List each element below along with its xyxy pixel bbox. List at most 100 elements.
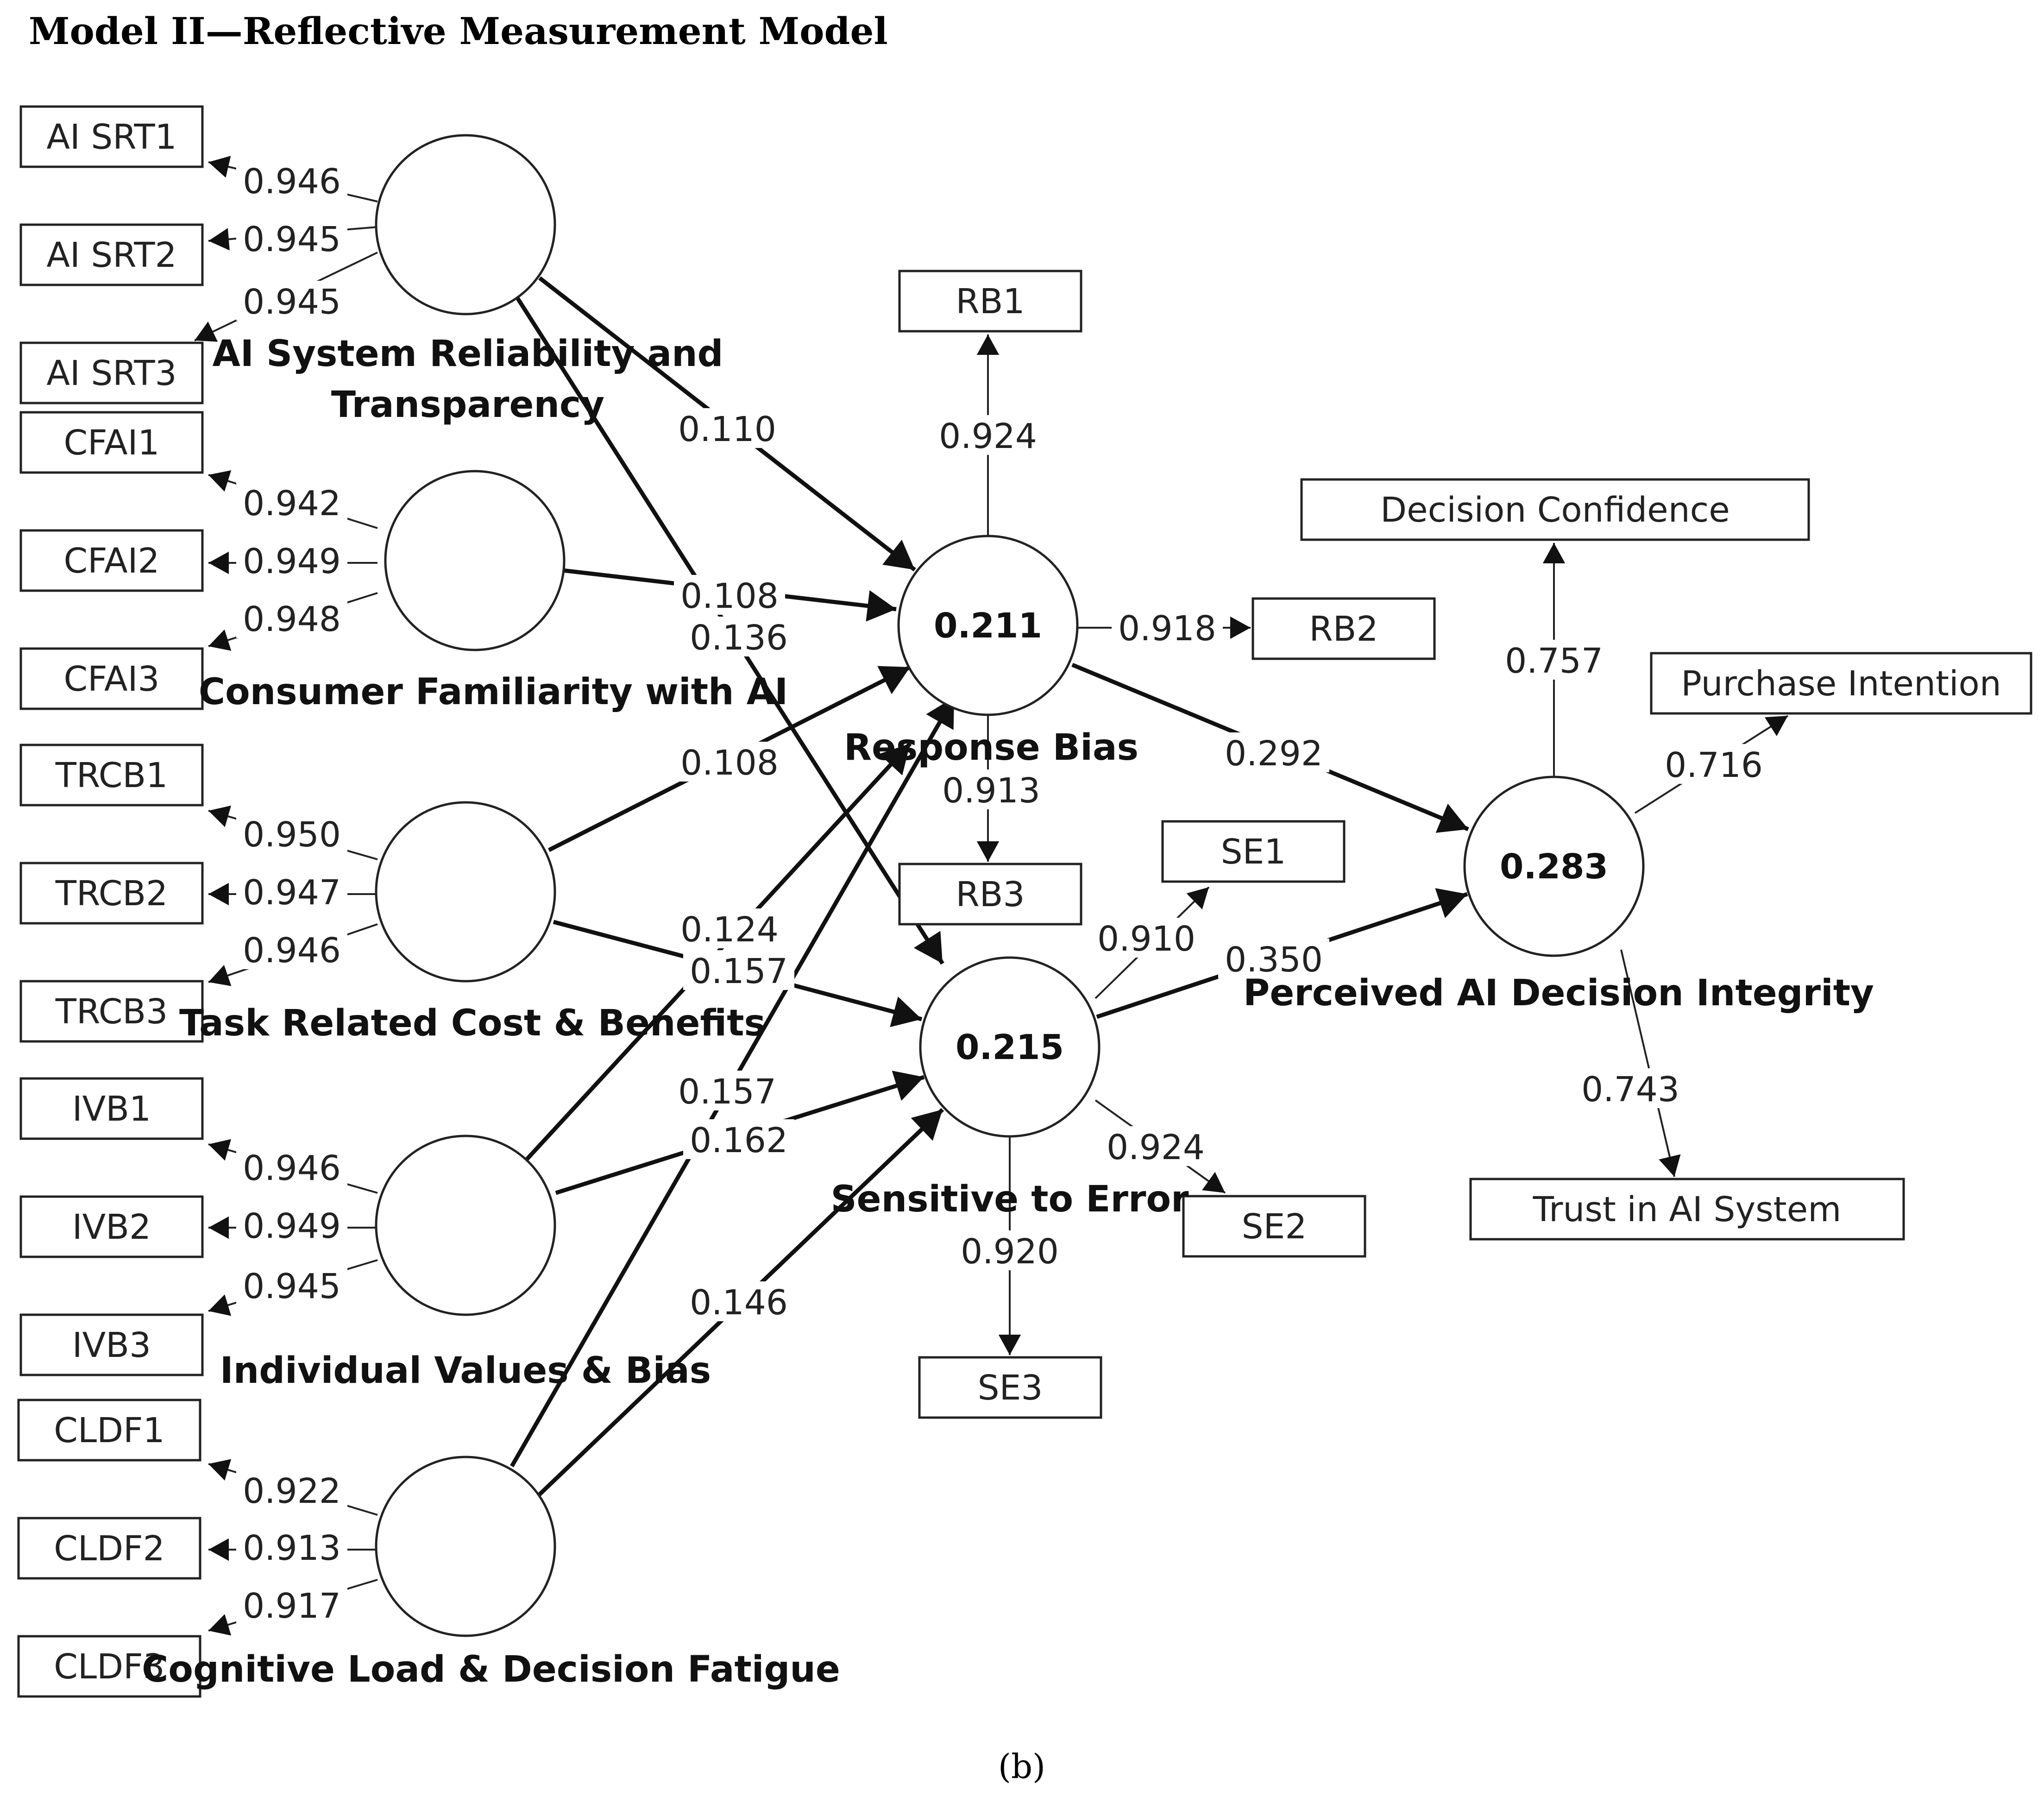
construct-name-ivb: Individual Values & Bias [220, 1350, 711, 1392]
indicator-label-cfai2: CFAI2 [64, 541, 160, 581]
indicator-label-trcb3: TRCB3 [55, 992, 168, 1032]
arrowhead [208, 1216, 229, 1239]
loading-value-se2-group: 0.924 [1100, 1126, 1211, 1167]
indicator-dc: Decision Confidence [1300, 478, 1810, 541]
indicator-se1: SE1 [1161, 820, 1346, 883]
indicator-rb1: RB1 [898, 270, 1082, 333]
path-coefficient-aisrt-rb-bg [672, 408, 783, 448]
arrowhead [890, 996, 922, 1028]
arrowhead [882, 540, 915, 570]
loading-value-pi-group: 0.716 [1658, 744, 1769, 785]
path-coefficient-trcb-rb-bg [674, 742, 785, 782]
construct-circle-se [919, 956, 1101, 1138]
indicator-label-aisrt1: AI SRT1 [46, 117, 176, 157]
arrowhead [976, 334, 1000, 355]
path-coefficient-trcb-rb-group: 0.108 [674, 742, 785, 783]
arrowhead [1659, 1154, 1681, 1177]
indicator-tai: Trust in AI System [1469, 1178, 1905, 1241]
indicator-label-cldf1: CLDF1 [54, 1411, 165, 1450]
loading-value-cfai2: 0.949 [243, 542, 341, 581]
loading-value-dc-bg [1498, 640, 1610, 680]
indicator-rb3: RB3 [898, 863, 1082, 926]
indicator-box-pi [1650, 652, 2032, 715]
loading-value-rb3-group: 0.913 [936, 769, 1047, 811]
indicator-label-rb1: RB1 [956, 282, 1025, 322]
indicator-label-rb2: RB2 [1309, 609, 1378, 649]
indicator-cfai1: CFAI1 [19, 411, 204, 474]
arrowhead [1764, 716, 1788, 737]
path-coefficient-ivb-rb-group: 0.124 [674, 908, 785, 950]
indicator-box-se1 [1161, 820, 1346, 883]
indicator-label-ivb3: IVB3 [72, 1325, 151, 1365]
loading-edge-tai [1620, 949, 1681, 1177]
loading-value-trcb2-group: 0.947 [236, 871, 347, 913]
loading-value-tai: 0.743 [1581, 1070, 1679, 1110]
path-coefficient-ivb-rb: 0.124 [680, 910, 779, 950]
path-coefficient-trcb-rb: 0.108 [680, 743, 779, 783]
loading-value-pi-bg [1658, 744, 1769, 784]
loading-value-cfai1-group: 0.942 [236, 482, 347, 523]
loading-value-rb3: 0.913 [942, 771, 1040, 811]
arrowhead [208, 1614, 232, 1636]
loading-value-ivb1-bg [236, 1147, 347, 1187]
indicator-box-trcb2 [19, 862, 204, 925]
indicator-se3: SE3 [918, 1356, 1102, 1419]
indicator-box-aisrt3 [19, 341, 204, 404]
path-coefficient-aisrt-se: 0.136 [690, 618, 788, 658]
path-coefficient-cfai-rb: 0.108 [680, 576, 779, 616]
arrowhead [208, 805, 231, 827]
indicator-box-ivb1 [19, 1077, 204, 1140]
indicator-cfai2: CFAI2 [19, 529, 204, 592]
loading-value-cldf3: 0.917 [243, 1586, 341, 1626]
indicator-box-ivb3 [19, 1313, 204, 1376]
loading-value-ivb1: 0.946 [243, 1148, 341, 1188]
indicator-label-se3: SE3 [978, 1368, 1043, 1408]
indicator-box-tai [1469, 1178, 1905, 1241]
loading-value-dc-group: 0.757 [1498, 640, 1610, 681]
indicator-box-aisrt2 [19, 223, 204, 286]
construct-name-se: Sensitive to Error [831, 1179, 1189, 1220]
path-coefficient-aisrt-rb: 0.110 [678, 410, 776, 449]
loading-value-ivb3-group: 0.945 [236, 1265, 347, 1306]
construct-circle-padi [1463, 776, 1645, 957]
path-coefficient-rb-padi-bg [1218, 732, 1329, 772]
indicator-label-aisrt3: AI SRT3 [46, 353, 176, 393]
construct-name-cldf: Cognitive Load & Decision Fatigue [142, 1649, 840, 1690]
figure-caption: (b) [998, 1747, 1045, 1786]
loading-value-ivb2-bg [236, 1205, 347, 1245]
indicator-label-ivb2: IVB2 [72, 1207, 151, 1247]
indicator-trcb1: TRCB1 [19, 744, 204, 807]
arrowhead [1435, 888, 1467, 918]
path-coefficient-aisrt-se-bg [683, 617, 794, 656]
loading-value-cldf2: 0.913 [243, 1528, 341, 1568]
loading-value-se1-group: 0.910 [1091, 918, 1202, 959]
loading-value-trcb2-bg [236, 871, 347, 911]
indicator-pi: Purchase Intention [1650, 652, 2032, 715]
loading-value-aisrt3: 0.945 [243, 282, 341, 322]
indicator-label-se1: SE1 [1221, 832, 1286, 872]
indicator-box-trcb1 [19, 744, 204, 807]
loading-value-se3-group: 0.920 [954, 1230, 1065, 1272]
loading-value-tai-group: 0.743 [1575, 1068, 1686, 1110]
loading-value-cfai2-bg [236, 540, 347, 580]
loading-value-tai-bg [1575, 1068, 1686, 1108]
path-coefficient-cldf-rb-bg [672, 1071, 783, 1110]
indicator-box-dc [1300, 478, 1810, 541]
r-squared-rb: 0.211 [934, 606, 1042, 646]
construct-name-rb: Response Bias [844, 727, 1138, 769]
r-squared-padi: 0.283 [1500, 847, 1608, 887]
path-coefficient-aisrt-se-group: 0.136 [683, 617, 794, 658]
indicator-label-cldf2: CLDF2 [54, 1529, 165, 1569]
loading-value-aisrt3-bg [236, 281, 347, 321]
arrowhead [195, 322, 218, 342]
loading-value-cfai3-bg [236, 598, 347, 638]
r-squared-se: 0.215 [956, 1028, 1064, 1067]
path-coefficient-rb-padi: 0.292 [1225, 734, 1323, 774]
construct-name-cfai: Consumer Familiarity with AI [199, 671, 788, 713]
loading-value-ivb3: 0.945 [243, 1267, 341, 1306]
loading-value-se2-bg [1100, 1126, 1211, 1166]
labels-layer: 0.1100.1360.1080.1080.1570.1240.1620.157… [142, 160, 1874, 1690]
arrowhead [208, 1538, 229, 1561]
